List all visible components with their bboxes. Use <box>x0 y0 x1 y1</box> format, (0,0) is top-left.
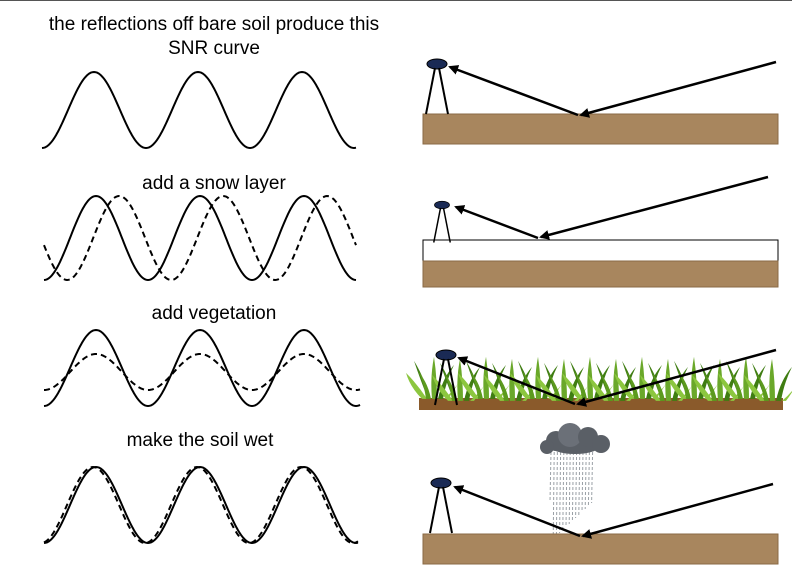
grass-icon <box>406 356 792 401</box>
soil-layer <box>422 533 779 565</box>
incoming-signal-arrow <box>539 175 769 240</box>
caption-wet-soil: make the soil wet <box>126 430 274 451</box>
rain-streak <box>578 451 581 516</box>
caption-snow: add a snow layer <box>142 173 286 194</box>
soil-layer <box>419 398 783 410</box>
gps-antenna-icon <box>433 200 451 244</box>
snow-layer <box>422 239 779 262</box>
caption-bare-soil-line2: SNR curve <box>168 38 260 59</box>
rain-streak <box>581 451 584 513</box>
reflected-signal-arrow <box>457 356 576 406</box>
bare-soil-scene <box>422 58 779 145</box>
snow-scene <box>422 175 779 288</box>
soil-layer <box>422 260 779 288</box>
rain-streak <box>575 451 578 519</box>
snr-curve-wet-dashed <box>43 465 359 545</box>
snr-curve-wet-solid <box>43 465 359 545</box>
rain-streak <box>559 451 562 534</box>
rain-streak <box>591 451 594 504</box>
snr-curve-snow-solid <box>43 194 357 282</box>
reflected-signal-arrow <box>448 65 579 117</box>
reflected-signal-arrow <box>453 485 581 538</box>
caption-bare-soil-line1: the reflections off bare soil produce th… <box>48 14 380 35</box>
incoming-signal-arrow <box>576 348 777 407</box>
snr-curve-vegetation-dashed <box>44 353 361 391</box>
storm-cloud-icon <box>540 423 610 454</box>
reflected-signal-arrow <box>454 205 539 240</box>
gps-antenna-icon <box>429 477 453 534</box>
soil-layer <box>422 113 779 145</box>
rain-streak <box>555 451 558 537</box>
rain-streak <box>549 451 552 503</box>
wet-soil-scene <box>422 423 779 565</box>
snr-curve-vegetation-solid <box>43 328 361 408</box>
snr-curve-snow-dashed <box>43 194 357 282</box>
rain-streak <box>587 451 590 507</box>
rain-streak <box>571 451 574 522</box>
incoming-signal-arrow <box>579 60 777 118</box>
caption-vegetation: add vegetation <box>151 303 277 324</box>
top-border <box>0 0 792 1</box>
snr-curve-bare-soil <box>41 70 357 150</box>
gps-antenna-icon <box>425 58 449 115</box>
rain-streak <box>584 451 587 510</box>
rain-streak <box>568 451 571 525</box>
incoming-signal-arrow <box>581 482 774 539</box>
rain-streak <box>565 451 568 528</box>
rain-streak <box>562 451 565 531</box>
vegetation-scene <box>406 348 792 410</box>
